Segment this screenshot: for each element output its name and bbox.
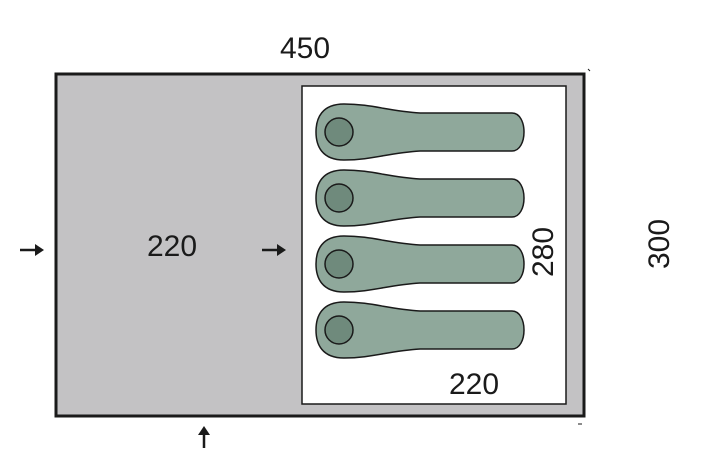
porch-depth-label: 220: [147, 230, 197, 263]
bedroom-depth-label: 220: [449, 368, 499, 401]
sleeping-bag-head: [324, 117, 354, 147]
sleeping-bag-head: [324, 183, 354, 213]
overall-depth-label: 300: [643, 219, 676, 269]
sleeping-bag-head: [324, 249, 354, 279]
sleeping-bag: [315, 103, 525, 161]
arrow-right-icon: [262, 244, 286, 256]
arrow-up-icon: [198, 426, 210, 448]
overall-width-label: 450: [280, 32, 330, 65]
sleeping-bag: [315, 301, 525, 359]
bedroom-width-label: 280: [527, 227, 560, 277]
sleeping-bag-head: [324, 315, 354, 345]
sleeping-bag: [315, 169, 525, 227]
corner-mark: [587, 68, 591, 72]
arrow-right-icon: [20, 244, 44, 256]
sleeping-bag: [315, 235, 525, 293]
sleeping-bags: [315, 103, 525, 359]
